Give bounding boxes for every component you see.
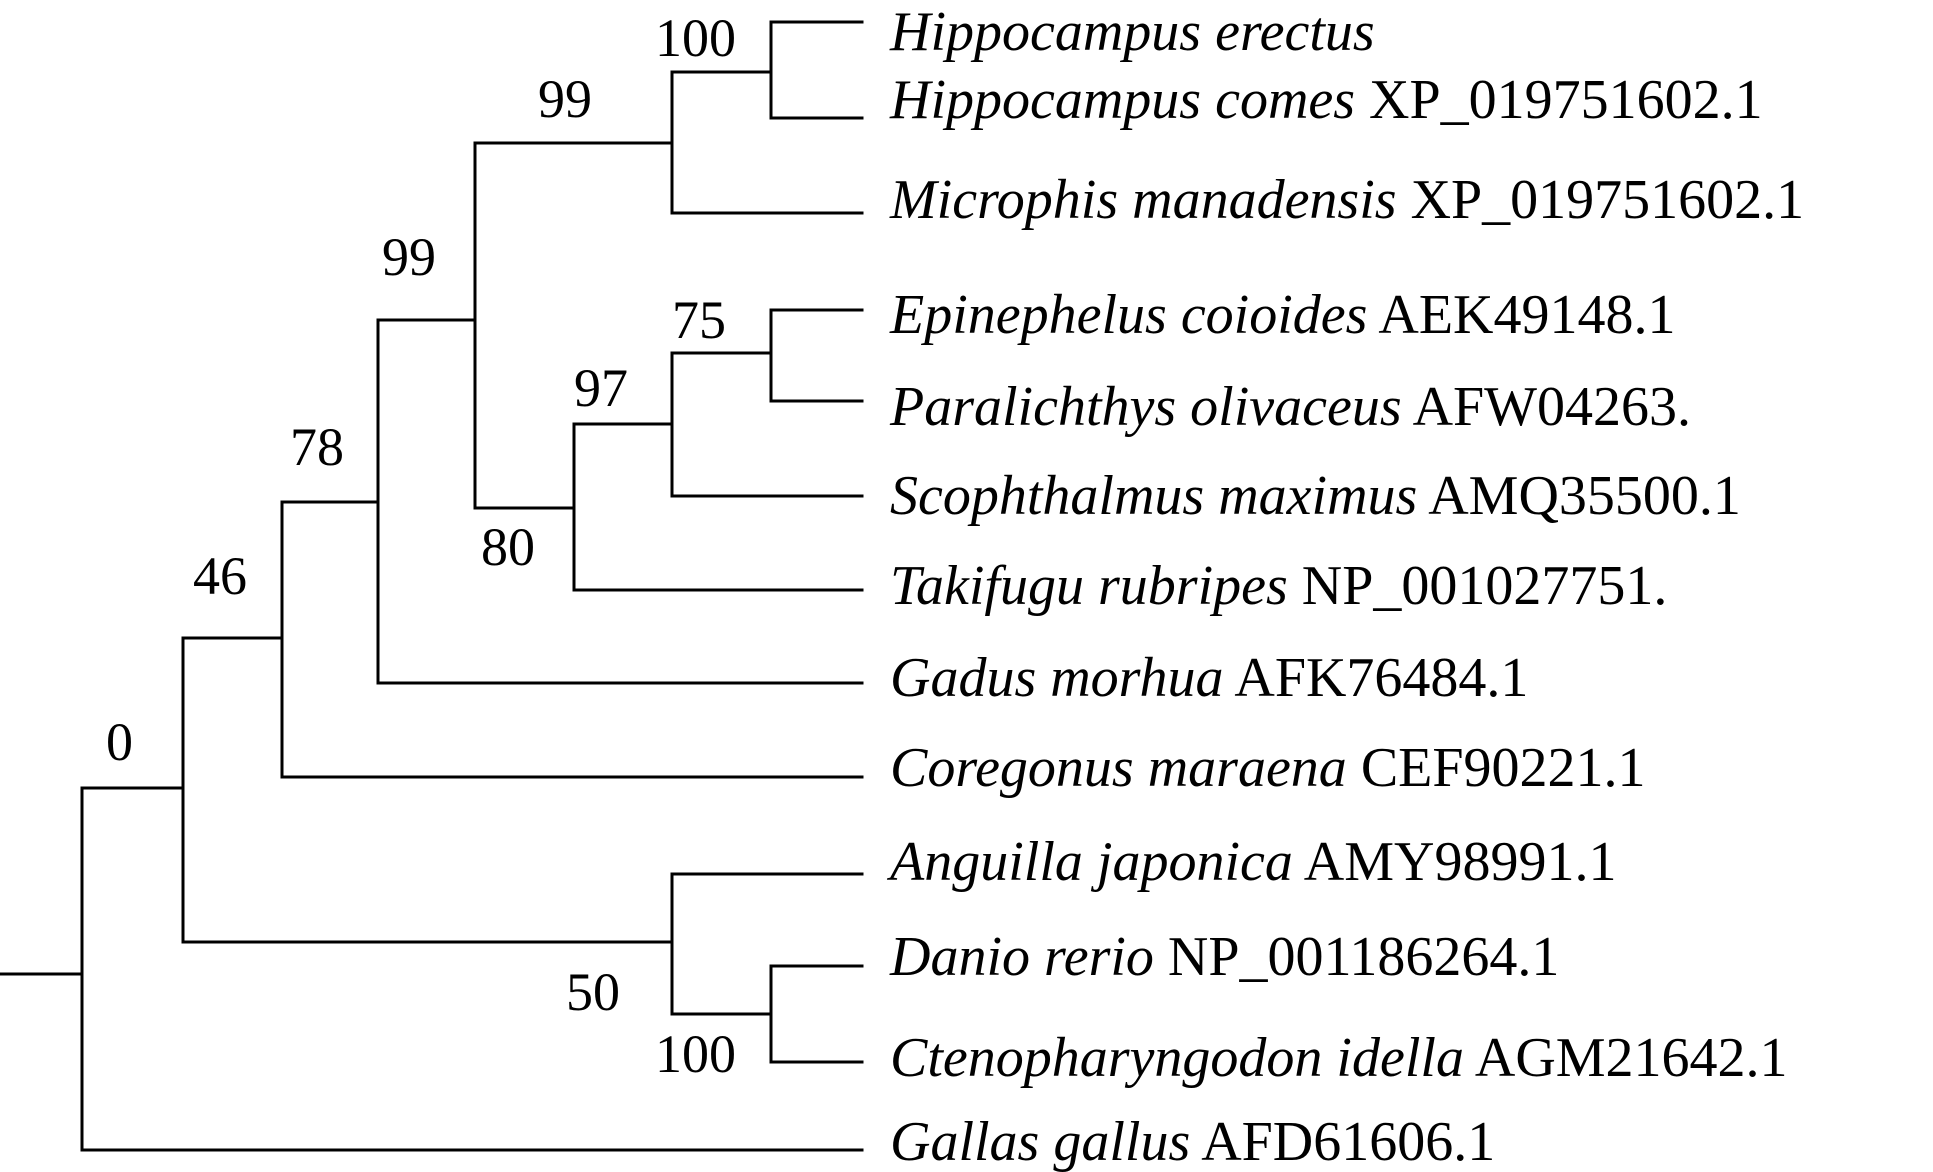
- accession-number: XP_019751602.1: [1411, 169, 1805, 231]
- tip-label: Paralichthys olivaceus AFW04263.: [889, 376, 1691, 438]
- accession-number: NP_001027751.: [1302, 555, 1668, 617]
- bootstrap-cyprinid: 100: [655, 1024, 736, 1084]
- species-name: Paralichthys olivaceus: [889, 376, 1402, 438]
- species-name: Ctenopharyngodon idella: [890, 1027, 1464, 1089]
- bootstrap-syngnathid: 99: [538, 69, 592, 129]
- accession-number: AEK49148.1: [1378, 284, 1675, 346]
- bootstrap-with-gadus: 78: [290, 417, 344, 477]
- species-name: Danio rerio: [889, 926, 1154, 988]
- bootstrap-hippocampus: 100: [655, 8, 736, 68]
- species-name: Epinephelus coioides: [889, 284, 1367, 346]
- bootstrap-values: 100 99 99 75 97 80 78 46 0 50 100: [106, 8, 736, 1084]
- tip-label: Scophthalmus maximus AMQ35500.1: [890, 465, 1741, 527]
- tip-label: Gadus morhua AFK76484.1: [890, 647, 1528, 709]
- species-name: Scophthalmus maximus: [890, 465, 1417, 527]
- species-name: Hippocampus comes: [889, 69, 1355, 131]
- accession-number: AMY98991.1: [1304, 831, 1617, 893]
- accession-number: AFD61606.1: [1201, 1111, 1495, 1172]
- bootstrap-takifugu-group: 80: [481, 517, 535, 577]
- accession-number: XP_019751602.1: [1369, 69, 1763, 131]
- bootstrap-flatfish-group: 97: [574, 358, 628, 418]
- species-name: Microphis manadensis: [889, 169, 1397, 231]
- accession-number: AFK76484.1: [1234, 647, 1528, 709]
- bootstrap-with-coregonus: 46: [193, 546, 247, 606]
- tip-label: Hippocampus erectus: [889, 1, 1375, 63]
- tip-labels: Hippocampus erectus Hippocampus comes XP…: [886, 1, 1804, 1172]
- species-name: Coregonus maraena: [890, 737, 1347, 799]
- species-name: Gallas gallus: [890, 1111, 1190, 1172]
- tip-label: Danio rerio NP_001186264.1: [889, 926, 1559, 988]
- tip-label: Coregonus maraena CEF90221.1: [890, 737, 1646, 799]
- tip-label: Ctenopharyngodon idella AGM21642.1: [890, 1027, 1788, 1089]
- accession-number: NP_001186264.1: [1168, 926, 1560, 988]
- species-name: Anguilla japonica: [886, 831, 1293, 893]
- bootstrap-epinephelus-paralichthys: 75: [672, 290, 726, 350]
- tip-label: Takifugu rubripes NP_001027751.: [890, 555, 1667, 617]
- accession-number: AFW04263.: [1413, 376, 1691, 438]
- accession-number: AMQ35500.1: [1428, 465, 1741, 527]
- species-name: Takifugu rubripes: [890, 555, 1288, 617]
- bootstrap-anguilla-group: 50: [566, 962, 620, 1022]
- tip-label: Gallas gallus AFD61606.1: [890, 1111, 1495, 1172]
- accession-number: CEF90221.1: [1361, 737, 1646, 799]
- tip-label: Anguilla japonica AMY98991.1: [886, 831, 1616, 893]
- species-name: Hippocampus erectus: [889, 1, 1375, 63]
- tree-branches: [0, 20, 864, 1152]
- tip-label: Epinephelus coioides AEK49148.1: [889, 284, 1675, 346]
- tip-label: Hippocampus comes XP_019751602.1: [889, 69, 1763, 131]
- accession-number: AGM21642.1: [1475, 1027, 1788, 1089]
- bootstrap-upper-percomorph: 99: [382, 227, 436, 287]
- species-name: Gadus morhua: [890, 647, 1223, 709]
- bootstrap-root-fish: 0: [106, 712, 133, 772]
- tip-label: Microphis manadensis XP_019751602.1: [889, 169, 1804, 231]
